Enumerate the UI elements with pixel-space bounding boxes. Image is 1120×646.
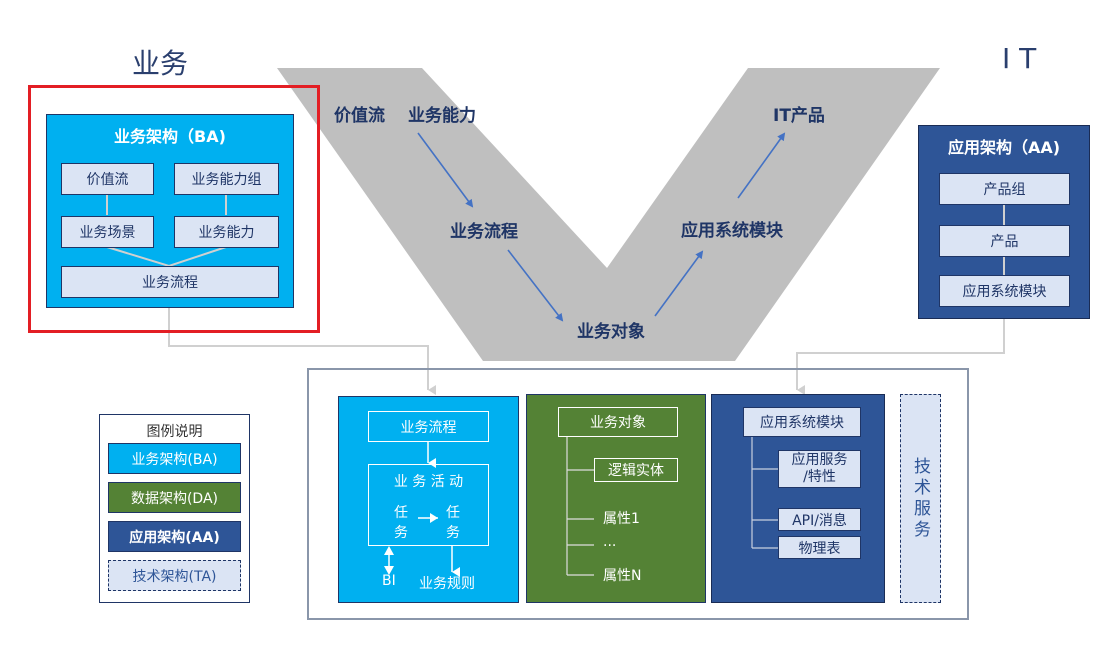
heading-it: I T [1002, 42, 1037, 75]
legend-item-ta: 技术架构(TA) [108, 560, 241, 591]
tech-service-label: 技术服务 [910, 456, 930, 541]
arrow-module-to-product [737, 132, 786, 199]
bottom-aa-service-line2: /特性 [803, 469, 836, 485]
highlight-frame [28, 85, 320, 333]
ba-item-process: 业务流程 [61, 266, 279, 298]
aa-item-module: 应用系统模块 [939, 275, 1070, 307]
arrow-process-to-object [507, 249, 564, 322]
bottom-aa-service: 应用服务 /特性 [778, 450, 861, 488]
v-label-it-product: IT产品 [773, 106, 825, 126]
bottom-da-object: 业务对象 [558, 407, 678, 437]
bottom-da-entity: 逻辑实体 [594, 458, 678, 482]
bottom-da-attrN: 属性N [603, 568, 642, 584]
bottom-da-attr1: 属性1 [603, 511, 640, 527]
legend-item-da: 数据架构(DA) [108, 482, 241, 513]
bottom-ba-task-2: 任务 [446, 505, 460, 541]
v-label-business-capability: 业务能力 [408, 106, 476, 126]
bottom-ba-activity-box: 业 务 活 动 任务 任务 [368, 464, 489, 546]
aa-item-product: 产品 [939, 225, 1070, 257]
bottom-aa-service-line1: 应用服务 [791, 452, 848, 468]
bottom-aa-module: 应用系统模块 [743, 407, 861, 437]
ba-box-title: 业务架构（BA) [114, 127, 226, 146]
v-shape [277, 68, 940, 361]
ba-item-capability: 业务能力 [174, 216, 279, 248]
bottom-aa-table: 物理表 [778, 536, 861, 559]
bottom-ba-activity: 业 务 活 动 [393, 474, 464, 490]
ba-item-capability-group: 业务能力组 [174, 163, 279, 195]
bottom-container [307, 368, 969, 620]
arrow-capability-to-process [417, 132, 474, 208]
v-label-business-process: 业务流程 [450, 222, 518, 242]
legend-item-aa: 应用架构(AA) [108, 521, 241, 552]
legend-item-ba: 业务架构(BA) [108, 443, 241, 474]
connector-aa-to-bottom [796, 305, 1005, 395]
ba-item-value-stream: 价值流 [61, 163, 154, 195]
bottom-da-panel [526, 394, 706, 603]
v-label-app-system-module: 应用系统模块 [681, 221, 783, 241]
legend: 图例说明 业务架构(BA) 数据架构(DA) 应用架构(AA) 技术架构(TA) [99, 414, 250, 603]
aa-item-product-group: 产品组 [939, 173, 1070, 205]
ba-item-scenario: 业务场景 [61, 216, 154, 248]
bottom-da-ellipsis: ... [603, 534, 617, 550]
tech-service-panel: 技术服务 [900, 394, 941, 603]
aa-box-title: 应用架构（AA) [947, 138, 1061, 157]
heading-business: 业务 [132, 47, 189, 80]
v-label-business-object: 业务对象 [577, 322, 645, 342]
legend-title: 图例说明 [146, 424, 203, 440]
bottom-aa-api: API/消息 [778, 508, 861, 531]
bottom-ba-bi: BI [382, 573, 396, 589]
bottom-ba-task-1: 任务 [394, 505, 408, 541]
arrow-object-to-module [654, 250, 704, 317]
bottom-ba-rules: 业务规则 [419, 576, 475, 592]
bottom-ba-process: 业务流程 [368, 411, 489, 442]
v-label-value-stream: 价值流 [334, 106, 385, 126]
